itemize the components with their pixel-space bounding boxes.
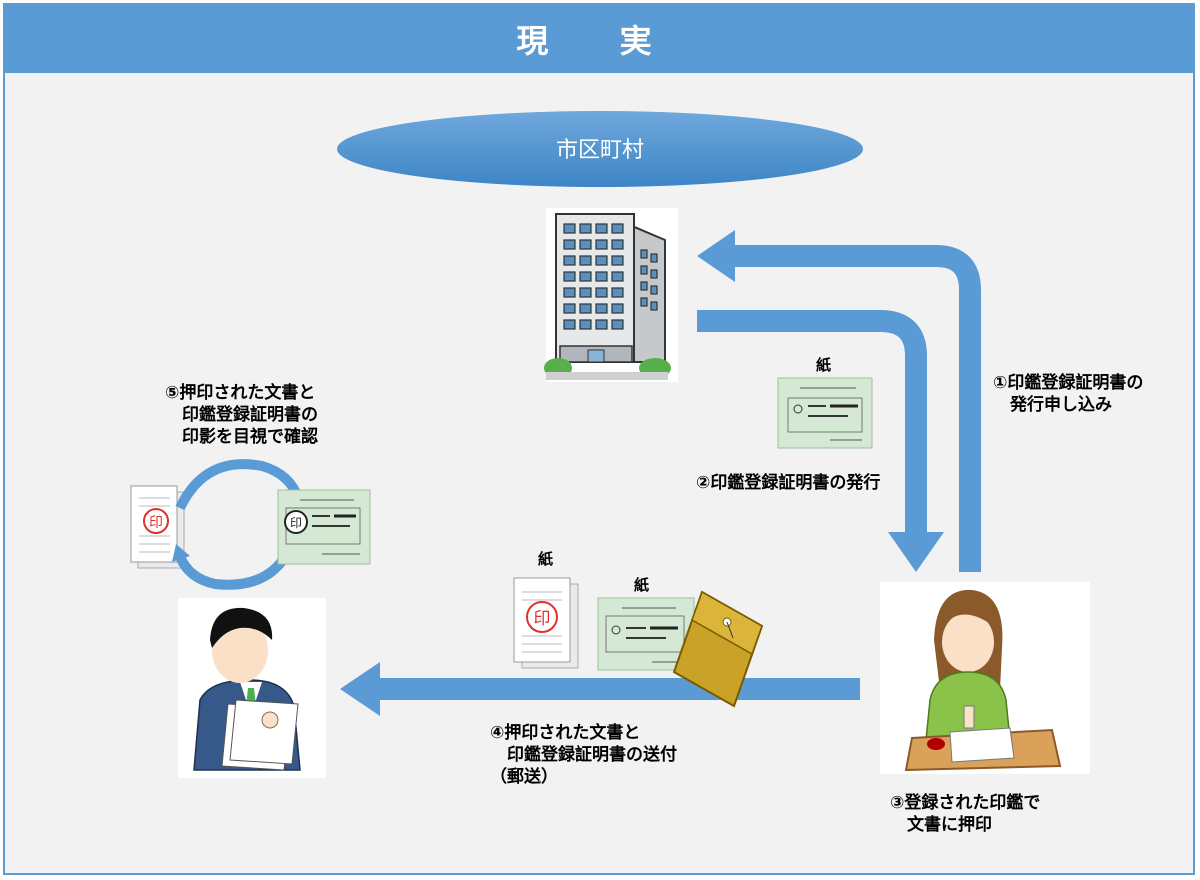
arrow-apply: [735, 245, 981, 572]
applicant-person-icon: [880, 582, 1090, 774]
stamp-mark-certificate: 印: [290, 516, 302, 530]
header-title: 現 実: [5, 5, 1193, 73]
document-with-stamp-mail-icon: 印: [513, 577, 579, 669]
step4-label: ④押印された文書と 印鑑登録証明書の送付 （郵送）: [490, 723, 677, 787]
arrow-send-head: [340, 662, 380, 716]
envelope-icon: [672, 590, 764, 708]
certificate-issued-icon: [777, 377, 873, 449]
paper-label-document: 紙: [538, 550, 554, 568]
step2-label: ②印鑑登録証明書の発行: [696, 473, 881, 493]
recipient-businessman-icon: [178, 598, 326, 778]
paper-label-certificate: 紙: [634, 576, 650, 594]
stamp-mark-left: 印: [149, 515, 163, 531]
stamp-mark-mail: 印: [534, 609, 551, 629]
arrow-issue-head: [888, 532, 944, 572]
paper-label-issued: 紙: [816, 356, 832, 374]
city-hall-building-icon: [544, 208, 678, 382]
step5-label: ⑤押印された文書と 印鑑登録証明書の 印影を目視で確認: [165, 383, 318, 447]
arrow-send: [380, 678, 860, 700]
certificate-left-icon: 印: [277, 489, 371, 565]
arrow-issue: [697, 310, 927, 532]
arrow-apply-head: [697, 230, 735, 282]
step1-label: ①印鑑登録証明書の 発行申し込み: [993, 373, 1144, 415]
step3-label: ③登録された印鑑で 文書に押印: [890, 793, 1041, 835]
document-with-stamp-left-icon: 印: [130, 485, 185, 569]
municipality-label: 市区町村: [556, 138, 644, 163]
municipality-ellipse: 市区町村: [337, 111, 863, 187]
